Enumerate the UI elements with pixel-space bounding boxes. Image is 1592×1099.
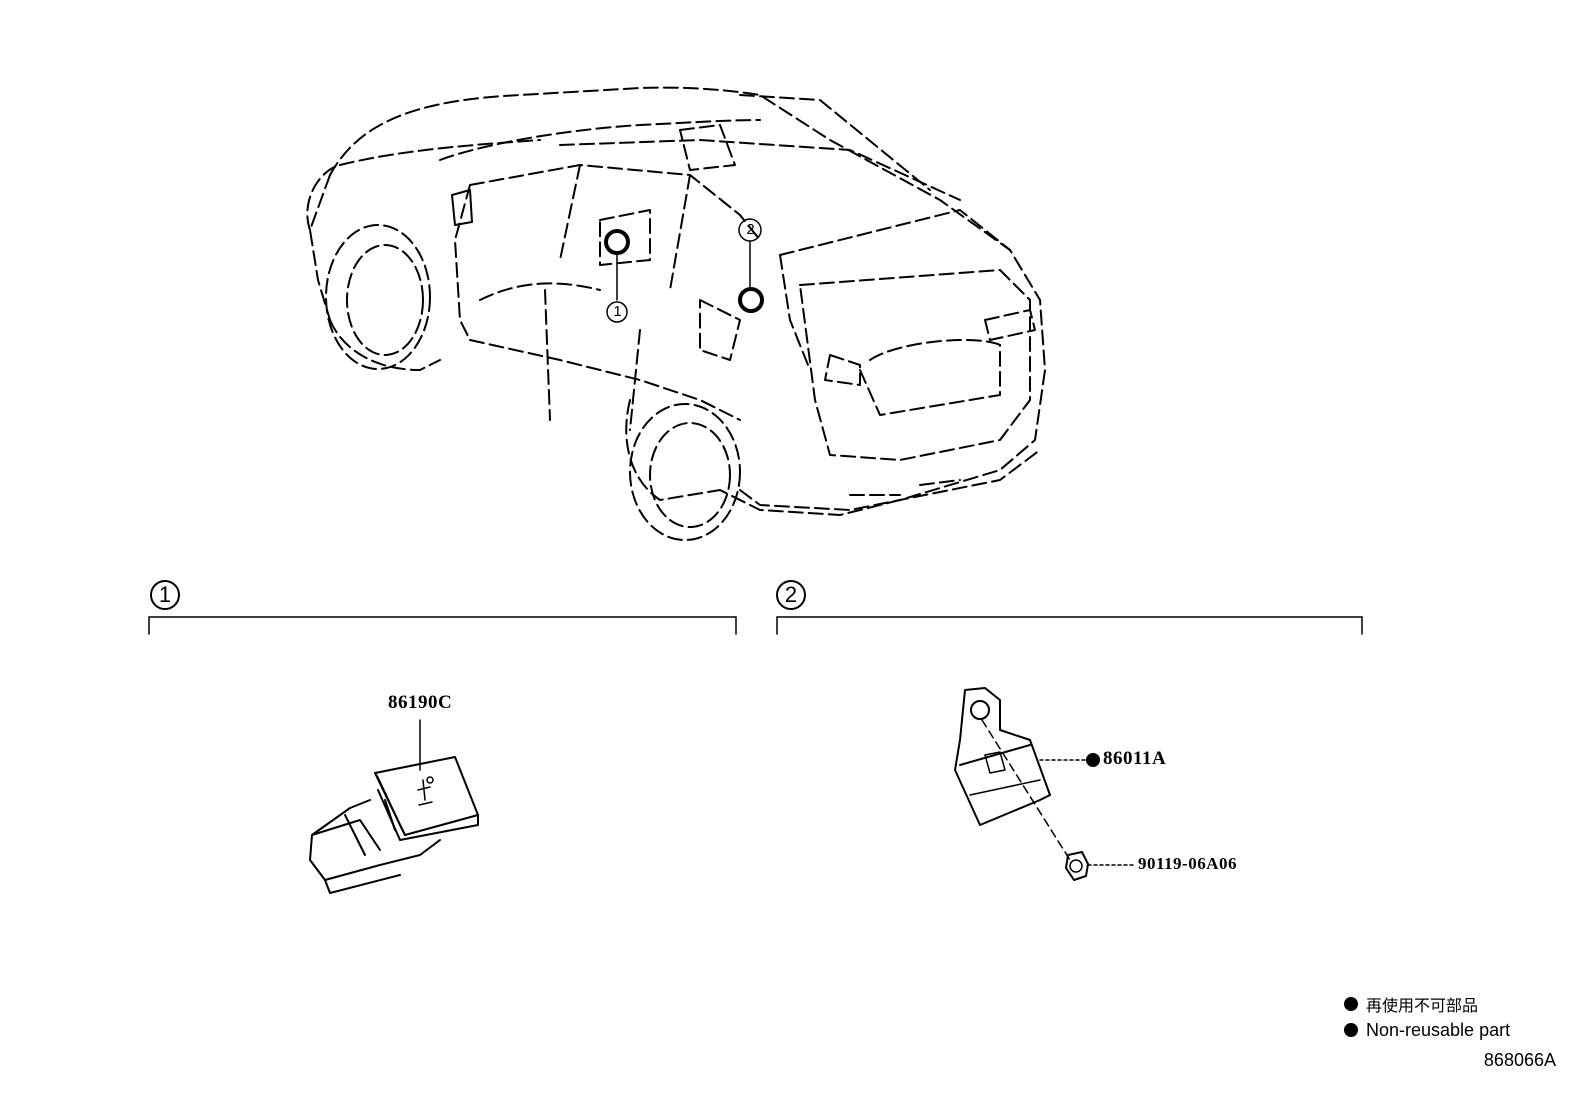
section-1-bracket [148, 616, 737, 635]
callout-2-marker [738, 218, 764, 313]
non-reusable-dot-icon [1344, 1023, 1358, 1037]
legend-row-japanese: 再使用不可部品 [1344, 991, 1510, 1017]
part-86190C-label: 86190C [388, 692, 453, 713]
callout-1-marker [604, 229, 630, 323]
module-bracket-part [954, 687, 1089, 861]
legend-japanese-text: 再使用不可部品 [1366, 996, 1479, 1015]
vehicle-illustration [306, 86, 1046, 516]
legend-english-text: Non-reusable part [1366, 1019, 1511, 1040]
non-reusable-marker [1086, 753, 1100, 767]
callout-1-number: 1 [613, 303, 622, 320]
part-86011A-label: 86011A [1103, 748, 1167, 769]
usb-port-part [309, 719, 479, 894]
screw-part [1065, 851, 1136, 881]
side-mirror [451, 189, 473, 226]
section-2-label: 2 [776, 580, 806, 610]
section-2-bracket [776, 616, 1363, 635]
non-reusable-dot-icon [1344, 997, 1358, 1011]
legend-row-english: Non-reusable part [1344, 1017, 1510, 1043]
section-1-label: 1 [150, 580, 180, 610]
diagram-id: 868066A [1483, 1050, 1556, 1070]
front-wheel [325, 224, 431, 370]
part-90119-06A06-label: 90119-06A06 [1138, 854, 1237, 873]
callout-2-number: 2 [746, 221, 755, 238]
rear-wheel [629, 403, 741, 541]
legend: 再使用不可部品 Non-reusable part [1344, 991, 1510, 1043]
